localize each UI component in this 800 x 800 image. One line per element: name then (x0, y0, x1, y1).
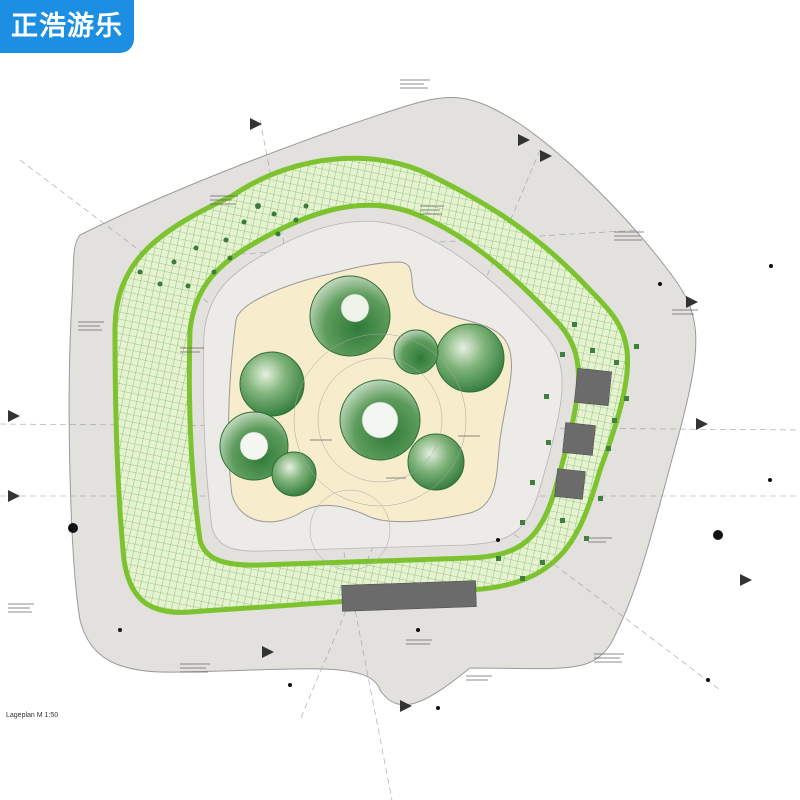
mound-lower-right (407, 433, 465, 491)
datum-points (68, 264, 773, 710)
watermark-badge: 正浩游乐 (0, 0, 134, 53)
radius-arcs (293, 333, 467, 571)
mound-right-upper (435, 323, 505, 393)
scattered-tiles (496, 322, 639, 581)
mound-small-left (271, 451, 317, 497)
tree-dots (137, 203, 309, 289)
mound-left-upper (239, 351, 305, 417)
scale-caption: Lageplan M 1:50 (6, 712, 59, 719)
paving-blocks (341, 368, 612, 612)
annotation-marks (8, 79, 698, 681)
section-markers (8, 118, 752, 712)
inner-green-border (186, 202, 581, 568)
play-mounds (219, 275, 505, 497)
